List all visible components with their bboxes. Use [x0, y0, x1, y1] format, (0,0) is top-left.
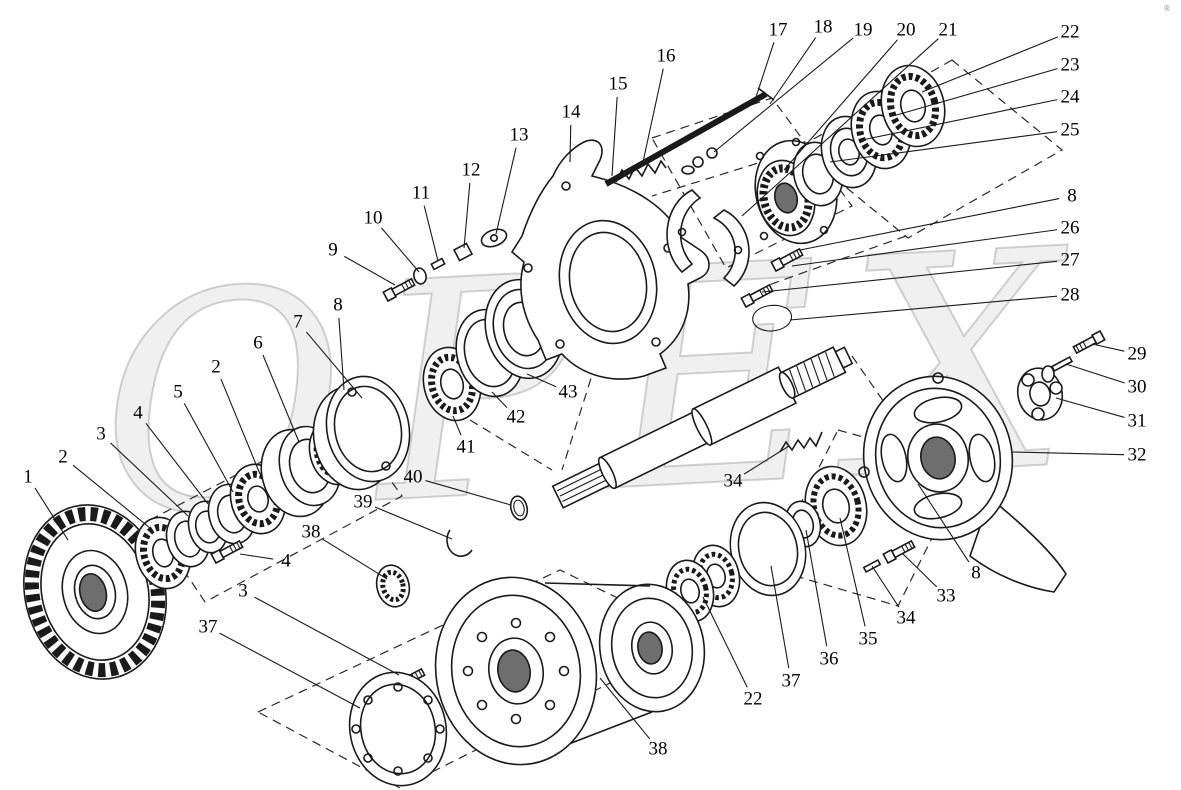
pin-11 — [430, 257, 446, 271]
leader-line-8 — [917, 483, 970, 563]
leader-line-10 — [381, 227, 420, 273]
leader-line-31 — [1055, 397, 1125, 418]
stud-30 — [1050, 356, 1074, 372]
retainer-clip-39 — [446, 529, 473, 557]
washer-30 — [1041, 365, 1055, 383]
leader-line-38 — [321, 538, 388, 580]
leader-line-14 — [569, 124, 572, 163]
leader-line-19 — [713, 37, 854, 153]
leader-line-17 — [755, 42, 775, 98]
leader-line-9 — [344, 255, 396, 286]
leader-line-37 — [770, 565, 790, 669]
bolt-8-upper — [770, 246, 805, 272]
bearing-38-small — [375, 564, 411, 608]
leader-line-7 — [305, 331, 363, 399]
leader-line-28 — [789, 295, 1058, 321]
leader-line-8 — [799, 197, 1060, 251]
leader-line-41 — [452, 415, 462, 436]
corner-mark: ® — [1163, 4, 1171, 13]
leader-line-5 — [183, 403, 234, 493]
leader-line-27 — [761, 260, 1058, 293]
leader-line-29 — [1091, 343, 1125, 352]
rod-17 — [604, 87, 775, 187]
flange-ring-37 — [348, 671, 448, 787]
spring-34 — [779, 431, 823, 453]
washer-10 — [413, 267, 427, 285]
spring-16 — [615, 159, 667, 183]
leader-line-15 — [611, 96, 618, 177]
leader-line-23 — [892, 68, 1058, 117]
leader-line-34 — [871, 565, 900, 608]
bolt-27 — [740, 282, 775, 308]
leader-line-20 — [783, 39, 898, 171]
bearing-22-top — [880, 64, 946, 148]
leader-line-1 — [34, 487, 69, 541]
o-ring-40 — [509, 495, 529, 521]
leader-line-11 — [423, 205, 439, 262]
lock-wire-28 — [752, 304, 793, 332]
leader-line-18 — [769, 37, 817, 105]
leader-line-16 — [642, 68, 664, 163]
plate-7 — [325, 375, 411, 483]
leader-line-34 — [743, 445, 790, 475]
ring-37-right — [729, 501, 807, 597]
leader-line-12 — [463, 182, 471, 249]
left-parts-stack — [134, 375, 411, 590]
leader-line-3 — [110, 442, 189, 517]
leader-line-35 — [839, 517, 866, 627]
drum-38 — [434, 576, 706, 766]
leader-line-22 — [921, 36, 1059, 93]
leader-line-40 — [425, 480, 512, 506]
leader-line-22 — [702, 596, 748, 688]
spacer-12 — [452, 242, 474, 262]
leader-line-24 — [861, 99, 1058, 141]
leader-line-3 — [254, 596, 400, 676]
leader-line-25 — [829, 131, 1058, 163]
flange-31 — [1016, 367, 1064, 421]
leader-line-37 — [219, 632, 361, 709]
bracket-13 — [480, 228, 508, 248]
leader-line-38 — [599, 677, 651, 740]
bearing-stack-22-25 — [792, 64, 946, 207]
leader-line-30 — [1065, 363, 1125, 384]
bolt-29 — [1071, 330, 1106, 356]
leader-line-42 — [491, 391, 508, 409]
leader-lines — [34, 36, 1125, 740]
leader-line-33 — [901, 552, 938, 588]
leader-line-21 — [741, 38, 939, 217]
leader-line-2 — [220, 378, 261, 475]
main-shaft — [551, 346, 854, 509]
leader-line-4 — [145, 422, 209, 505]
leader-line-36 — [805, 529, 828, 647]
brake-shoes-19-21 — [666, 189, 750, 288]
bolt-33 — [882, 538, 917, 564]
gear-1 — [23, 504, 167, 680]
cover-bracket-32 — [858, 372, 1067, 593]
fasteners-18 — [681, 147, 718, 175]
leader-line-26 — [791, 229, 1058, 267]
leader-line-13 — [495, 147, 517, 235]
leader-line-39 — [374, 506, 453, 540]
leader-line-2 — [72, 464, 151, 529]
housing-plate-14 — [510, 139, 710, 380]
leader-line-8 — [338, 317, 345, 391]
leader-line-32 — [1011, 451, 1125, 456]
leader-line-43 — [526, 373, 557, 388]
leader-line-6 — [262, 354, 300, 443]
leader-line-4 — [239, 553, 274, 560]
